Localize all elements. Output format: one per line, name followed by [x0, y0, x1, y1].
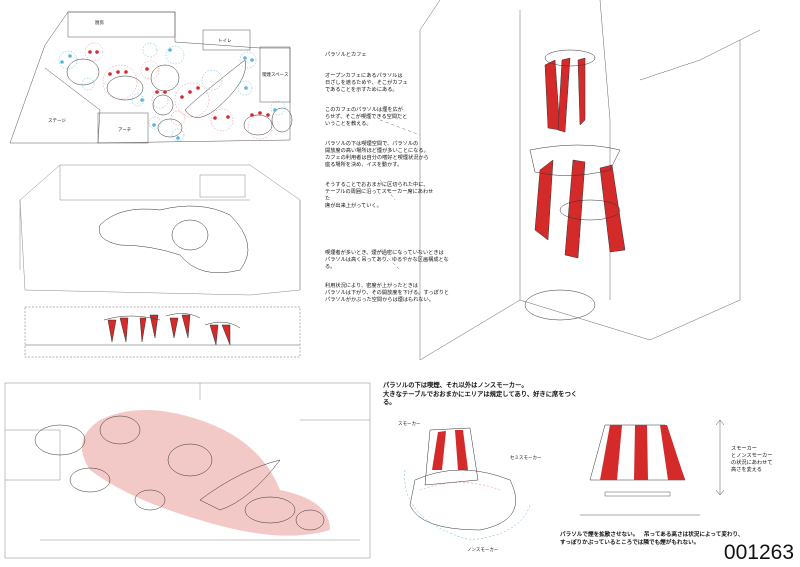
label-non-smoker: ノンスモーカー: [467, 548, 499, 553]
parasol-elevation: [580, 419, 725, 516]
label-smoking-space: 喫煙スペース: [262, 73, 289, 78]
caption-final: パラソルで煙を拡散させない。 吊ってある高さは状況によって変わり、 すっぽりかぶ…: [560, 532, 744, 546]
paragraph: パラソルの下は喫煙空間で、パラソルの 開放度の高い場所ほど煙が多いことになる。 …: [325, 141, 429, 168]
zone-diagram: [404, 427, 531, 541]
perspective-view: [379, 0, 761, 361]
paragraph: 喫煙者が多いとき、煙が過密になっていないときは パラソルは高く吊ってあり、ゆるや…: [325, 250, 449, 270]
paragraph: このカフェのパラソルは煙を広が らせず、そこが喫煙できる空間だと いうことを教え…: [325, 107, 408, 127]
axonometric-view: [19, 164, 301, 296]
height-note: スモーカー とノンスモーカー の状況にあわせて 高さを変える: [731, 446, 773, 473]
label-stage: ステージ: [48, 119, 66, 124]
label-smoker: スモーカー: [398, 422, 421, 427]
floor-plan: [9, 11, 293, 144]
paragraph: 利用状況により、密度が上がったときは パラソルは下がり、その開放度を下げる。すっ…: [325, 283, 450, 303]
text-block-title: パラソルとカフェ: [325, 52, 367, 58]
label-semi-smoker: セミスモーカー: [510, 456, 542, 461]
label-toilet: トイレ: [218, 39, 232, 44]
text-block-height: 喫煙者が多いとき、煙が過密になっていないときは パラソルは高く吊ってあり、ゆるや…: [325, 243, 455, 311]
text-block-parasol-cafe: パラソルとカフェ オープンカフェにあるパラソルは 日ざしを遮るためや、そこがカフ…: [325, 45, 435, 217]
paragraph: そうすることでおおまかに区切られた中に、 テーブルの周囲に沿ってスモーカー席にあ…: [325, 182, 434, 209]
caption-zones: パラソルの下は喫煙、それ以外はノンスモーカー。 大きなテーブルでおおまかにエリア…: [383, 382, 578, 406]
zone-plan: [4, 382, 371, 559]
label-kitchen: 厨房: [95, 21, 104, 26]
elevation-strip: [24, 306, 301, 358]
paragraph: オープンカフェにあるパラソルは 日ざしを遮るためや、そこがカフェ であることを示…: [325, 73, 408, 93]
label-arch: アーチ: [118, 128, 132, 133]
sheet-number: 001263: [723, 541, 794, 564]
